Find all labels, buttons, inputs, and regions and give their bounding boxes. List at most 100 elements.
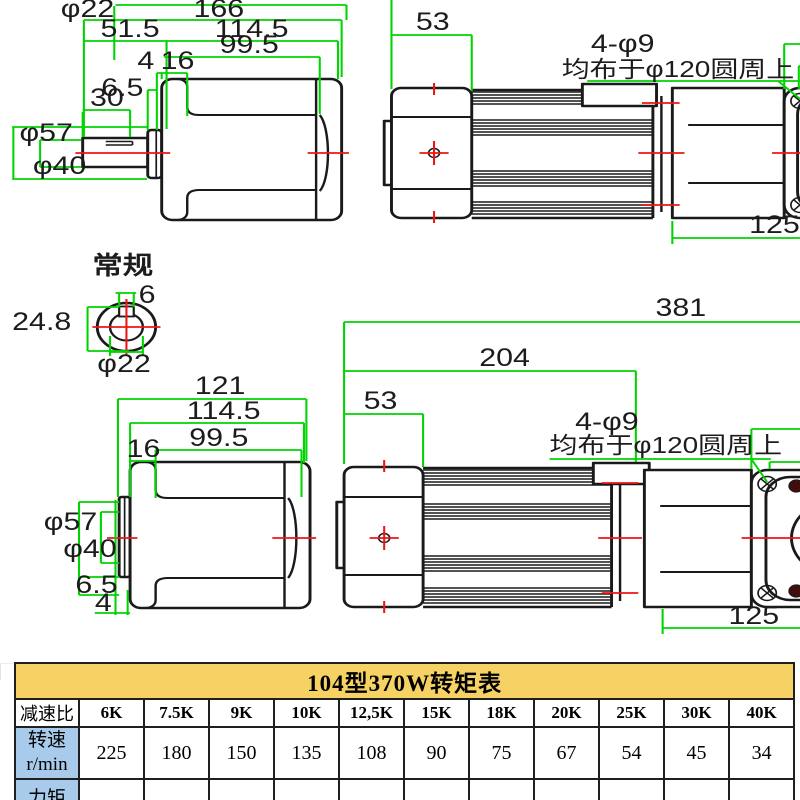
dim-phi22-sec: φ22 — [97, 350, 151, 378]
motor-fins-2 — [423, 469, 611, 604]
dim-keyway-6: 6 — [139, 281, 156, 309]
drawing1-flange-view — [670, 86, 800, 220]
dim-holes-2: 4-φ9 — [575, 408, 639, 436]
dim-125-1: 125 — [749, 211, 800, 239]
torque-cell: 94.2 — [78, 778, 145, 800]
speed-label-cell: 转速 r/min — [14, 726, 80, 780]
dim-holes-1: 4-φ9 — [591, 30, 655, 58]
dim-99-5-2: 99.5 — [189, 424, 248, 452]
dimension-drawing-svg: φ22 166 51.5 114.5 99.5 4 16 6.5 30 φ57 … — [12, 0, 800, 634]
speed-label-line2: r/min — [26, 754, 68, 775]
speed-cell: 150 — [208, 726, 275, 780]
col-header: 40K — [727, 698, 796, 728]
table-title: 104型370W转矩表 — [13, 662, 796, 700]
torque-cell: 313.4 — [533, 778, 600, 800]
dim-99-5-1: 99.5 — [220, 31, 279, 59]
speed-cell: 225 — [78, 726, 145, 780]
dim-125-2: 125 — [728, 602, 779, 630]
dim-166: 166 — [194, 0, 245, 22]
dim-16-2: 16 — [127, 435, 161, 463]
torque-cell: 195.8 — [338, 778, 405, 800]
dim-16-1: 16 — [161, 47, 195, 75]
gearhead-side-2 — [642, 468, 753, 609]
shaft-section-view: 常规 6 24.8 φ22 — [12, 252, 161, 378]
col-header: 30K — [663, 698, 730, 728]
dim-phi22-1: φ22 — [61, 0, 115, 22]
col-header: 7.5K — [143, 698, 210, 728]
dim-381: 381 — [656, 294, 707, 322]
col-header: 25K — [598, 698, 665, 728]
dim-holes-note-2: 均布于φ120圆周上 — [550, 432, 783, 458]
speed-cell: 135 — [273, 726, 340, 780]
table-header-row: 减速比 6K 7.5K 9K 10K 12,5K 15K 18K 20K 25K… — [14, 698, 796, 728]
dimension-lines-1 — [12, 0, 800, 244]
speed-cell: 180 — [143, 726, 210, 780]
dim-121: 121 — [195, 372, 246, 400]
dim-24-8: 24.8 — [12, 308, 71, 336]
terminal-box-1 — [580, 82, 658, 108]
torque-cell: 391.6 — [598, 778, 665, 800]
col-header: 12,5K — [338, 698, 405, 728]
corner-screws-1 — [790, 92, 800, 214]
col-header: 9K — [208, 698, 275, 728]
gearhead-side-1 — [670, 86, 786, 220]
dim-holes-note-1: 均布于φ120圆周上 — [562, 56, 795, 82]
torque-table: 104型370W转矩表 减速比 6K 7.5K 9K 10K 12,5K 15K… — [13, 662, 796, 800]
dim-6-5-2: 6.5 — [75, 571, 117, 599]
torque-cell: 600 — [727, 778, 796, 800]
gearbox-body-1 — [160, 77, 344, 222]
speed-label-line1: 转速 — [27, 730, 66, 752]
dim-4-2: 4 — [95, 589, 112, 617]
torque-label-cell: 力矩 — [14, 778, 80, 800]
torque-cell: 156.7 — [273, 778, 340, 800]
speed-cell: 54 — [598, 726, 665, 780]
speed-cell: 67 — [533, 726, 600, 780]
centerlines-2 — [106, 460, 800, 613]
dim-204: 204 — [479, 344, 530, 372]
dim-phi40-1: φ40 — [33, 152, 87, 180]
dim-51-5: 51.5 — [101, 15, 160, 43]
col-header: 10K — [273, 698, 340, 728]
col-header: 6K — [78, 698, 145, 728]
bolt-holes-2 — [788, 479, 800, 598]
ratio-label-cell: 减速比 — [14, 698, 80, 728]
drawing2-flange-view — [642, 468, 800, 609]
dim-30: 30 — [90, 84, 124, 112]
speed-row: 转速 r/min 225 180 150 135 108 90 75 67 54… — [14, 726, 796, 780]
table-title-row: 104型370W转矩表 — [13, 662, 796, 700]
speed-cell: 34 — [727, 726, 796, 780]
shaft-keyway-lines — [105, 140, 134, 146]
terminal-box-2 — [591, 461, 651, 486]
speed-cell: 108 — [338, 726, 405, 780]
motor-fins-1 — [471, 91, 652, 215]
dim-53-2: 53 — [364, 387, 398, 415]
dim-4-1: 4 — [137, 47, 154, 75]
speed-cell: 75 — [468, 726, 535, 780]
shaft-boss — [146, 128, 164, 180]
dim-53-1: 53 — [416, 8, 450, 36]
dim-phi57-1: φ57 — [19, 119, 73, 147]
dimension-lines-2 — [77, 321, 800, 634]
dim-6-5-1: 6.5 — [101, 74, 143, 102]
col-header: 15K — [403, 698, 470, 728]
torque-cell: 118 — [143, 778, 210, 800]
gearbox-body-2 — [128, 460, 312, 610]
dim-phi40-2: φ40 — [63, 535, 117, 563]
dim-114-5-2: 114.5 — [187, 397, 261, 425]
torque-cell: 283 — [468, 778, 535, 800]
dim-phi57-2: φ57 — [44, 508, 98, 536]
speed-cell: 90 — [403, 726, 470, 780]
torque-cell: 470 — [663, 778, 730, 800]
col-header: 18K — [468, 698, 535, 728]
dimension-labels-2: 381 204 53 121 114.5 99.5 16 φ57 φ40 6.5… — [44, 294, 783, 630]
centerlines-1 — [75, 83, 800, 223]
drawing1-side-view — [81, 77, 663, 222]
corner-screws-2 — [757, 475, 778, 602]
torque-row: 力矩 94.2 118 141 156.7 195.8 235 283 313.… — [14, 778, 796, 800]
section-title: 常规 — [92, 252, 153, 280]
dimension-labels-1: φ22 166 51.5 114.5 99.5 4 16 6.5 30 φ57 … — [19, 0, 800, 239]
dim-114-5-1: 114.5 — [215, 15, 289, 43]
torque-cell: 141 — [208, 778, 275, 800]
section-dimension-lines — [86, 292, 144, 356]
